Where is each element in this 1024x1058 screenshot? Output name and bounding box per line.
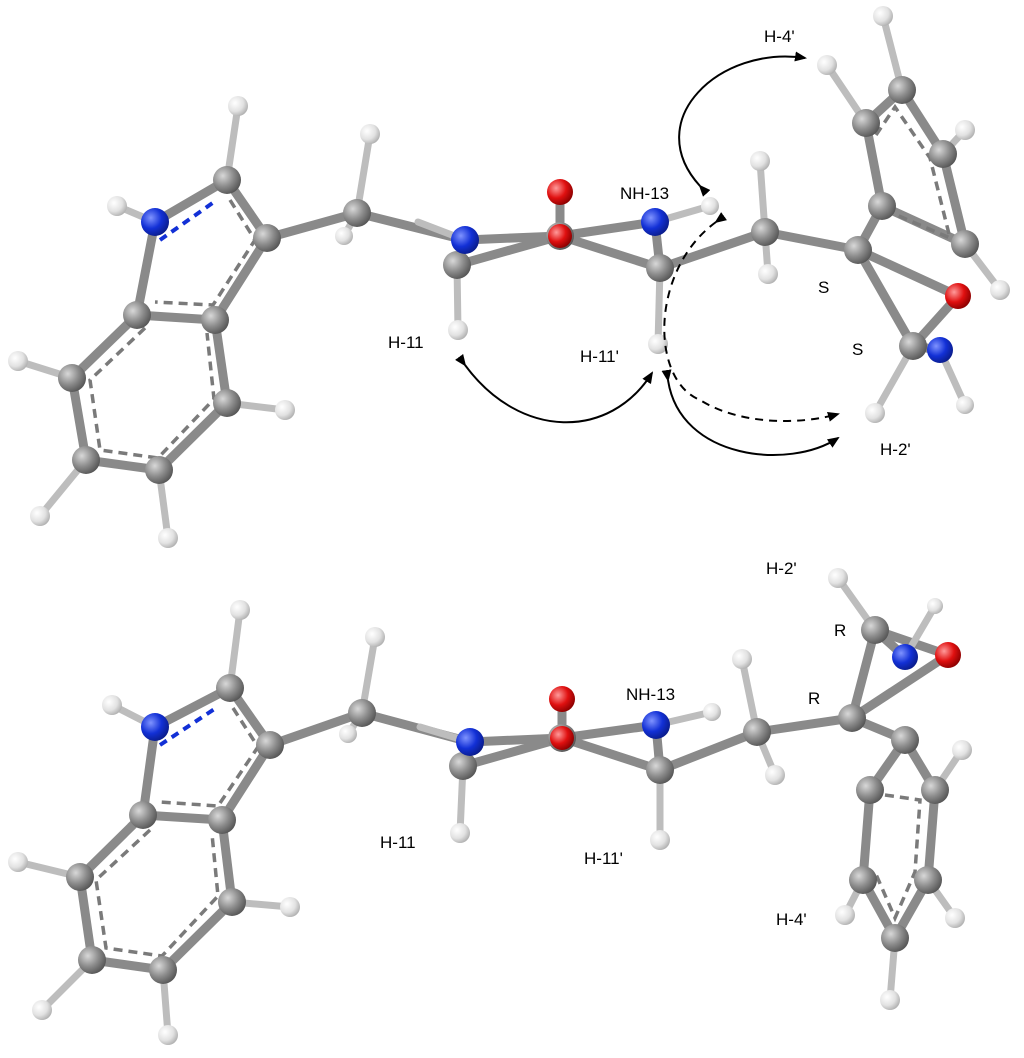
bottom-label-h2prime: H-2' — [766, 559, 797, 578]
top-label-h4prime: H-4' — [764, 27, 795, 46]
top-label-h11: H-11 — [388, 333, 424, 352]
bottom-label-h11prime: H-11' — [584, 849, 623, 868]
bottom-atoms — [8, 568, 972, 1045]
top-label-nh13: NH-13 — [620, 184, 669, 203]
bottom-molecule: H-2' NH-13 H-11 H-11' H-4' R R — [8, 559, 972, 1045]
bottom-label-config-c2: R — [834, 621, 846, 640]
top-label-h11prime: H-11' — [580, 347, 619, 366]
top-atoms — [8, 6, 1010, 548]
top-label-config-c2: S — [852, 340, 863, 359]
bottom-labels: H-2' NH-13 H-11 H-11' H-4' R R — [380, 559, 846, 929]
bottom-label-h4prime: H-4' — [776, 910, 807, 929]
top-labels: H-4' NH-13 H-11 H-11' H-2' S S — [388, 27, 911, 459]
top-label-config-c3: S — [818, 278, 829, 297]
top-molecule: H-4' NH-13 H-11 H-11' H-2' S S — [8, 6, 1010, 548]
top-noe-arrows — [455, 51, 840, 456]
top-label-h2prime: H-2' — [880, 440, 911, 459]
bottom-aromatic-dashes — [94, 706, 922, 958]
bottom-label-nh13: NH-13 — [626, 685, 675, 704]
bottom-label-h11: H-11 — [380, 833, 416, 852]
bottom-label-config-c3: R — [808, 689, 820, 708]
